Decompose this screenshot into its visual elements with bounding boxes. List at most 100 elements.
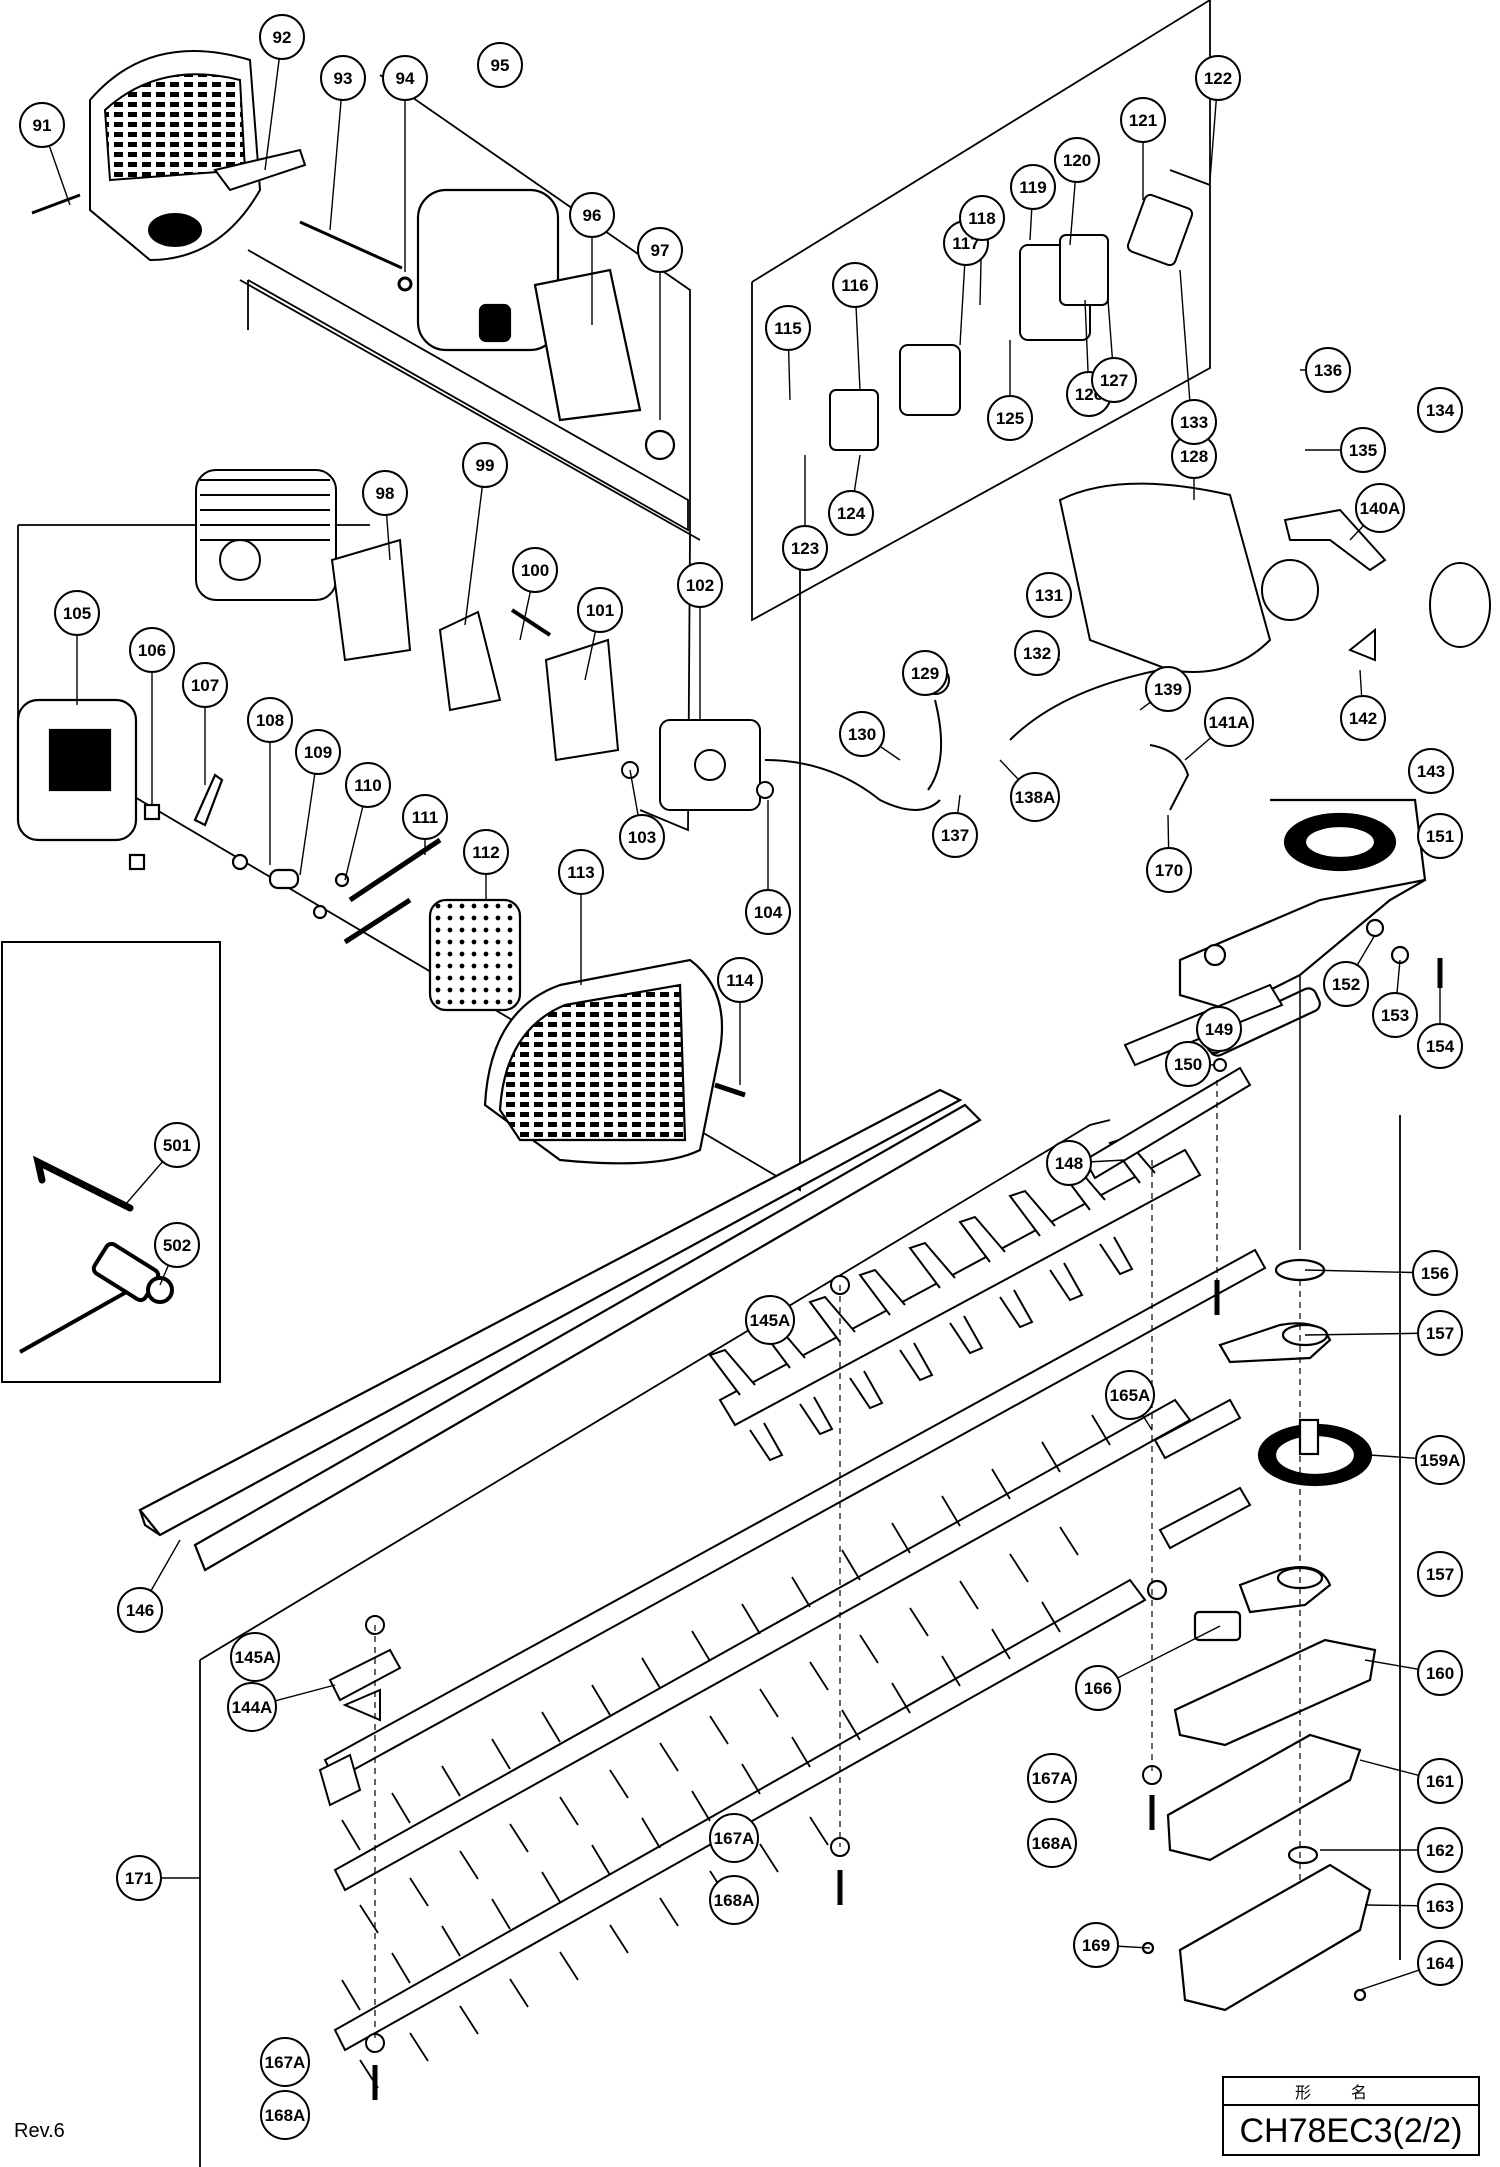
- dashed-axes: [374, 1080, 1301, 2043]
- callout-number: 122: [1204, 69, 1232, 88]
- callout-146: 146: [117, 1587, 163, 1633]
- callout-number: 167A: [1032, 1769, 1073, 1788]
- fan-cover: [89, 50, 307, 262]
- callout-164: 164: [1417, 1940, 1463, 1986]
- callout-170: 170: [1146, 847, 1192, 893]
- callout-circle: [260, 2090, 310, 2140]
- model-number: CH78EC3(2/2): [1239, 2112, 1463, 2150]
- callout-circle: [1171, 399, 1217, 445]
- callout-165a: 165A: [1105, 1370, 1155, 1420]
- callout-circle: [1105, 1370, 1155, 1420]
- callout-number: 119: [1019, 178, 1046, 197]
- callout-circle: [765, 305, 811, 351]
- hex-key: [32, 1155, 134, 1212]
- callout-145a: 145A: [745, 1295, 795, 1345]
- callout-168a: 168A: [260, 2090, 310, 2140]
- callout-circle: [677, 562, 723, 608]
- callout-number: 167A: [714, 1829, 755, 1848]
- fasteners: [365, 1036, 1227, 2100]
- blade-frame: [199, 1119, 1111, 1661]
- callout-circle: [1305, 347, 1351, 393]
- callout-number: 146: [126, 1601, 154, 1620]
- callout-113: 113: [558, 849, 604, 895]
- gear-train-parts: [1141, 975, 1377, 2012]
- callout-number: 106: [138, 641, 166, 660]
- callout-92: 92: [259, 14, 305, 60]
- callout-number: 92: [273, 28, 292, 47]
- callout-120: 120: [1054, 137, 1100, 183]
- callout-157: 157: [1417, 1310, 1463, 1356]
- callout-91: 91: [19, 102, 65, 148]
- callout-circle: [54, 590, 100, 636]
- group-frames: [17, 0, 1401, 2167]
- callout-149: 149: [1196, 1006, 1242, 1052]
- muffler-frame: [639, 534, 691, 832]
- callout-106: 106: [129, 627, 175, 673]
- revision-label: Rev.6: [14, 2120, 65, 2142]
- callout-number: 157: [1426, 1565, 1454, 1584]
- callout-118: 118: [959, 195, 1005, 241]
- callout-137: 137: [932, 812, 978, 858]
- callout-number: 166: [1084, 1679, 1112, 1698]
- callout-circle: [154, 1122, 200, 1168]
- callout-135: 135: [1340, 427, 1386, 473]
- callout-number: 109: [304, 743, 332, 762]
- callout-number: 153: [1381, 1006, 1409, 1025]
- callout-circle: [462, 442, 508, 488]
- callout-number: 501: [163, 1136, 191, 1155]
- callout-circle: [839, 711, 885, 757]
- callout-152: 152: [1323, 961, 1369, 1007]
- callout-101: 101: [577, 587, 623, 633]
- callout-circle: [1417, 1940, 1463, 1986]
- callout-122: 122: [1195, 55, 1241, 101]
- clutch-case: [16, 698, 442, 945]
- callout-circle: [987, 395, 1033, 441]
- callout-110: 110: [345, 762, 391, 808]
- callout-number: 131: [1035, 586, 1063, 605]
- callout-circle: [1073, 1922, 1119, 1968]
- callout-circle: [1091, 357, 1137, 403]
- callout-161: 161: [1417, 1758, 1463, 1804]
- callout-number: 116: [841, 276, 868, 295]
- callout-127: 127: [1091, 357, 1137, 403]
- callout-number: 169: [1082, 1936, 1110, 1955]
- callout-circle: [1412, 1250, 1458, 1296]
- callout-number: 95: [491, 56, 510, 75]
- callout-circle: [709, 1813, 759, 1863]
- callout-number: 139: [1154, 680, 1182, 699]
- callout-number: 168A: [1032, 1834, 1073, 1853]
- callout-141a: 141A: [1204, 697, 1254, 747]
- callout-circle: [1417, 813, 1463, 859]
- callout-number: 142: [1349, 709, 1377, 728]
- callout-160: 160: [1417, 1650, 1463, 1696]
- callout-number: 145A: [750, 1311, 791, 1330]
- callout-circle: [1340, 695, 1386, 741]
- callout-number: 140A: [1360, 499, 1401, 518]
- callout-95: 95: [477, 42, 523, 88]
- callout-number: 110: [354, 776, 381, 795]
- callout-132: 132: [1014, 630, 1060, 676]
- callout-99: 99: [462, 442, 508, 488]
- callout-number: 104: [754, 903, 783, 922]
- callout-circle: [1340, 427, 1386, 473]
- callout-number: 135: [1349, 441, 1377, 460]
- muffler: [416, 188, 676, 461]
- callout-circle: [402, 794, 448, 840]
- callout-circle: [569, 192, 615, 238]
- callout-number: 152: [1332, 975, 1360, 994]
- callout-circle: [19, 102, 65, 148]
- carburetor-body: [621, 719, 774, 811]
- callout-circle: [260, 2037, 310, 2087]
- spark-plug-wrench: [19, 1241, 174, 1354]
- callout-circle: [637, 227, 683, 273]
- fuel-lines: [764, 665, 1190, 811]
- callout-131: 131: [1026, 572, 1072, 618]
- callout-circle: [362, 470, 408, 516]
- callout-number: 127: [1100, 371, 1128, 390]
- callout-number: 130: [848, 725, 876, 744]
- callout-121: 121: [1120, 97, 1166, 143]
- callout-number: 102: [686, 576, 714, 595]
- callout-151: 151: [1417, 813, 1463, 859]
